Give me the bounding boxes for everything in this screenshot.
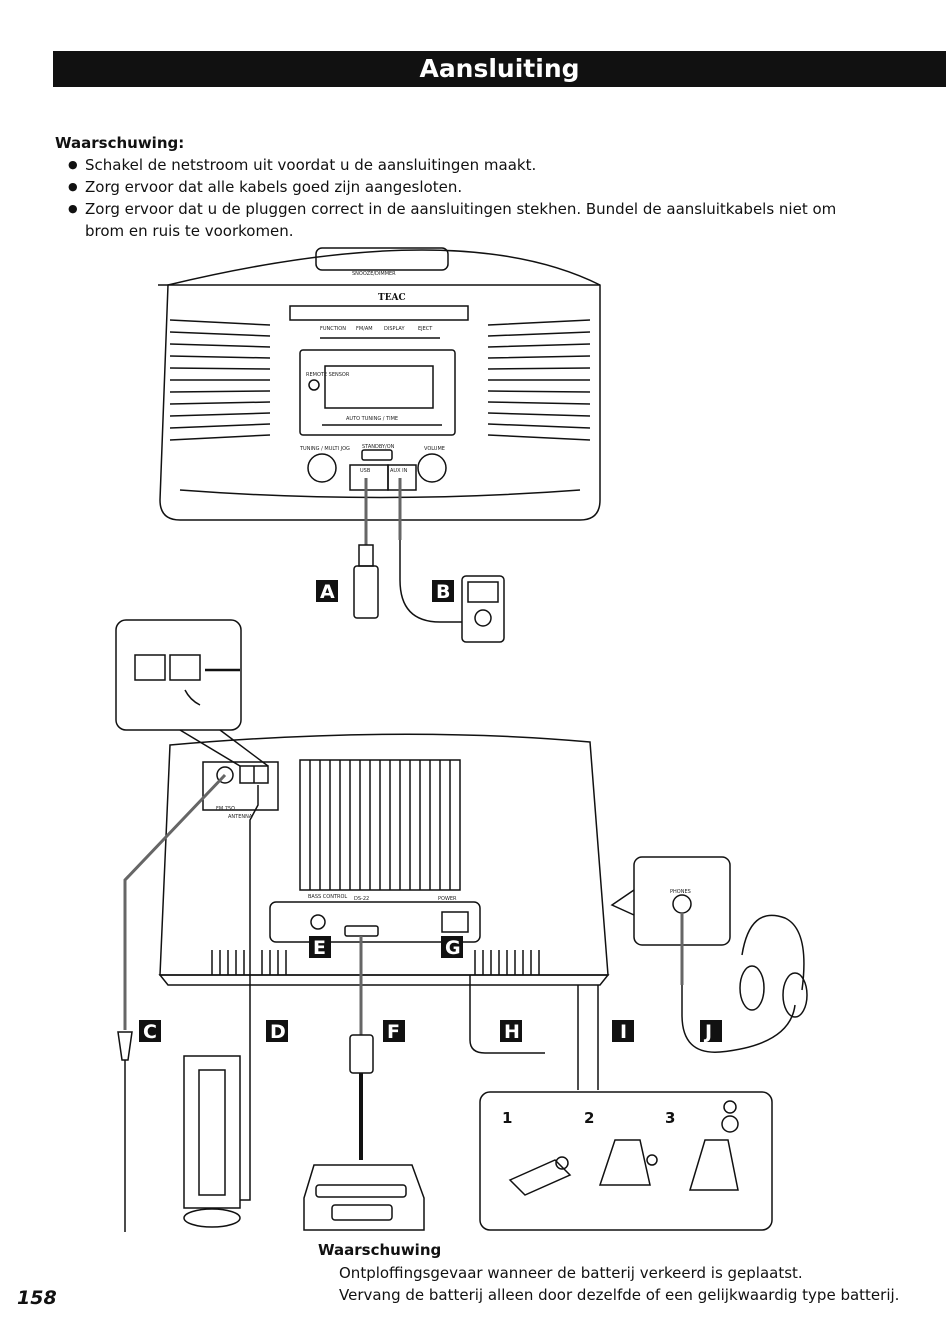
auto-tuning-label: AUTO TUNING / TIME [346,416,398,422]
page-number: 158 [17,1287,57,1309]
ds-label: DS-22 [354,896,369,902]
svg-text:H: H [504,1021,520,1043]
callout-b: B [432,580,454,603]
power-label: POWER [438,896,457,902]
remote-sensor-label: REMOTE SENSOR [306,372,350,378]
svg-text:C: C [143,1021,157,1043]
page-title: Aansluiting [53,51,946,87]
step-1-label: 1 [502,1109,512,1127]
callout-j: J [700,1020,722,1043]
standby-label: STANDBY/ON [362,444,395,450]
callout-d: D [266,1020,288,1043]
tuning-label: TUNING / MULTI JOG [299,446,350,452]
usb-label: USB [360,468,371,474]
svg-text:I: I [620,1021,627,1043]
remote-battery-steps [479,985,773,1231]
battery-warning-heading: Waarschuwing [318,1241,442,1259]
radio-front-illustration [158,247,601,521]
headphones-illustration [610,856,808,1053]
volume-label: VOLUME [424,446,445,452]
warning-heading: Waarschuwing: [55,134,185,152]
warning-list: Schakel de netstroom uit voordat u de aa… [68,154,878,242]
antenna-terminal-zoom [115,619,269,767]
function-label: FUNCTION [320,326,346,332]
antenna-label: ANTENNA [228,814,253,820]
battery-warning-line: Ontploffingsgevaar wanneer de batterij v… [339,1264,803,1282]
svg-text:D: D [270,1021,286,1043]
callout-f: F [383,1020,405,1043]
callout-h: H [500,1020,522,1043]
svg-text:F: F [387,1021,400,1043]
callout-e: E [309,936,331,959]
usb-device-illustration [353,478,379,619]
warning-bullet: Schakel de netstroom uit voordat u de aa… [68,154,878,176]
fm-antenna-illustration [117,773,227,1232]
phones-label: PHONES [670,889,691,895]
svg-text:A: A [320,581,335,603]
eject-label: EJECT [418,326,433,332]
warning-bullet: Zorg ervoor dat alle kabels goed zijn aa… [68,176,878,198]
callout-i: I [612,1020,634,1043]
svg-text:B: B [436,581,450,603]
ipod-dock-illustration [303,936,425,1231]
callout-a: A [316,580,338,603]
snooze-label: SNOOZE/DIMMER [352,271,396,277]
radio-rear-illustration [158,733,610,986]
step-3-label: 3 [665,1109,675,1127]
battery-warning-line: Vervang de batterij alleen door dezelfde… [339,1286,900,1304]
power-cord-illustration [469,975,545,1054]
brand-logo: TEAC [378,293,406,303]
svg-text:G: G [445,937,461,959]
fm-label: FM 75Ω [216,806,235,812]
display-label: DISPLAY [384,326,405,332]
fmam-label: FM/AM [356,326,373,332]
step-2-label: 2 [584,1109,594,1127]
bass-label: BASS CONTROL [308,894,347,900]
warning-bullet: Zorg ervoor dat u de pluggen correct in … [68,198,878,242]
svg-text:J: J [703,1021,712,1043]
aux-player-illustration [398,478,505,643]
callout-c: C [139,1020,161,1043]
svg-text:E: E [313,937,326,959]
am-loop-antenna-illustration [183,785,259,1228]
aux-label: AUX IN [390,468,408,474]
callout-g: G [441,936,463,959]
